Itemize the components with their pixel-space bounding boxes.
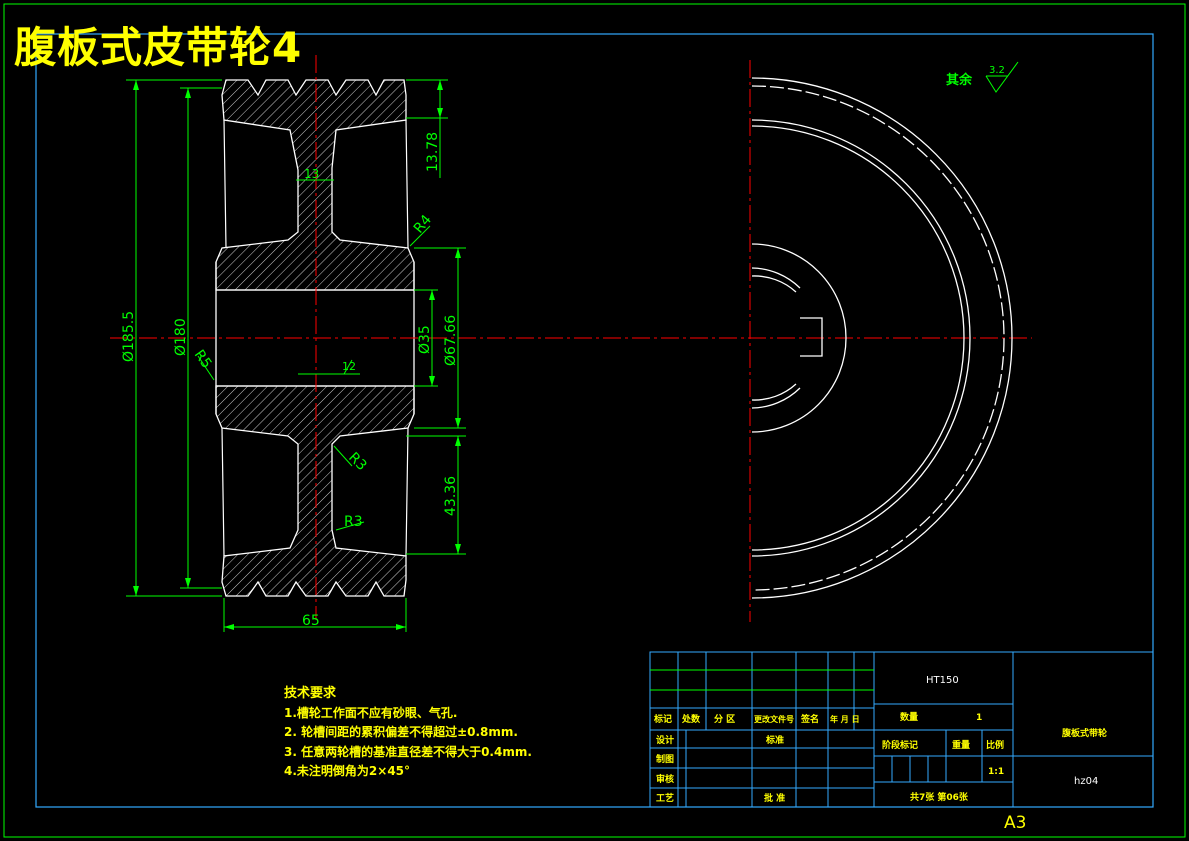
surface-finish-value: 3.2 <box>989 65 1005 76</box>
tb-header-5: 年 月 日 <box>830 714 860 724</box>
tech-note-item: 1.槽轮工作面不应有砂眼、气孔. <box>284 705 458 720</box>
tb-scale-label: 比例 <box>986 739 1004 751</box>
tb-std-label: 标准 <box>765 734 784 746</box>
side-groove-arc <box>751 85 1005 591</box>
tb-header-3: 更改文件号 <box>754 714 794 724</box>
tb-drawing-no: hz04 <box>1074 776 1098 787</box>
top-rim-section <box>215 79 415 291</box>
dim-outer-diameter: Ø185.5 <box>121 311 137 362</box>
dim-r3-lower: R3 <box>344 514 363 530</box>
tb-header-0: 标记 <box>653 713 672 725</box>
side-hub-arc <box>751 243 847 433</box>
dim-web-bottom: 12 <box>342 360 356 373</box>
title-block: HT150 hz04 腹板式带轮 数量 1 阶段标记 重量 比例 1:1 共7张… <box>649 651 1154 808</box>
bottom-rim-section <box>215 385 415 597</box>
tb-weight-label: 重量 <box>952 739 970 751</box>
tb-row-draw: 制图 <box>656 753 674 765</box>
tb-sheets: 共7张 第06张 <box>910 791 969 803</box>
tb-stage-label: 阶段标记 <box>882 739 918 751</box>
tb-header-4: 签名 <box>800 713 819 725</box>
tb-part-name: 腹板式带轮 <box>1061 727 1107 739</box>
lower-cavity <box>221 427 409 557</box>
surface-finish-label: 其余 <box>946 72 973 88</box>
dim-r5: R5 <box>191 347 215 371</box>
tech-note-item: 4.未注明倒角为2×45° <box>284 764 411 778</box>
tb-row-process: 工艺 <box>656 792 674 804</box>
technical-requirements: 技术要求 1.槽轮工作面不应有砂眼、气孔. 2. 轮槽间距的累积偏差不得超过±0… <box>284 684 532 782</box>
surface-finish-symbol: 其余 3.2 <box>946 61 1019 93</box>
inner-frame <box>35 33 1154 808</box>
side-bore-arc <box>751 267 801 409</box>
dimension-lines <box>126 79 466 632</box>
tb-row-design: 设计 <box>656 734 674 746</box>
side-web-arc <box>751 125 965 551</box>
dim-bore-diameter: Ø35 <box>417 325 433 354</box>
tb-approve-label: 批 准 <box>764 792 785 804</box>
sheet-size: A3 <box>1004 813 1026 833</box>
tb-header-1: 处数 <box>681 713 701 725</box>
tb-qty-value: 1 <box>976 713 982 723</box>
dim-width: 65 <box>302 613 320 629</box>
dim-web-height: 43.36 <box>443 476 459 516</box>
tb-scale-value: 1:1 <box>988 767 1004 777</box>
side-pitch-arc <box>751 119 971 557</box>
tech-note-item: 2. 轮槽间距的累积偏差不得超过±0.8mm. <box>284 725 518 739</box>
tb-row-check: 审核 <box>656 773 674 785</box>
dimension-arrows <box>133 80 461 630</box>
dim-r3-upper: R3 <box>345 450 369 474</box>
drawing-title: 腹板式皮带轮4 <box>14 23 303 72</box>
dim-hub-diameter: Ø67.66 <box>443 315 459 366</box>
dim-web-top: 13 <box>304 167 319 181</box>
tech-notes-heading: 技术要求 <box>284 686 337 701</box>
side-keyway <box>800 317 823 357</box>
tech-note-item: 3. 任意两轮槽的基准直径差不得大于0.4mm. <box>284 744 532 759</box>
upper-cavity <box>223 119 409 249</box>
dim-r4: R4 <box>411 212 435 237</box>
tb-header-2: 分 区 <box>714 713 735 725</box>
tb-material: HT150 <box>926 675 959 686</box>
side-view <box>751 77 1013 599</box>
side-bore-inner-arc <box>751 275 797 401</box>
outer-frame <box>3 3 1186 838</box>
dim-rim-depth: 13.78 <box>425 132 441 172</box>
tb-qty-label: 数量 <box>900 711 918 723</box>
side-outer-arc <box>751 77 1013 599</box>
dim-pitch-diameter: Ø180 <box>173 318 189 356</box>
